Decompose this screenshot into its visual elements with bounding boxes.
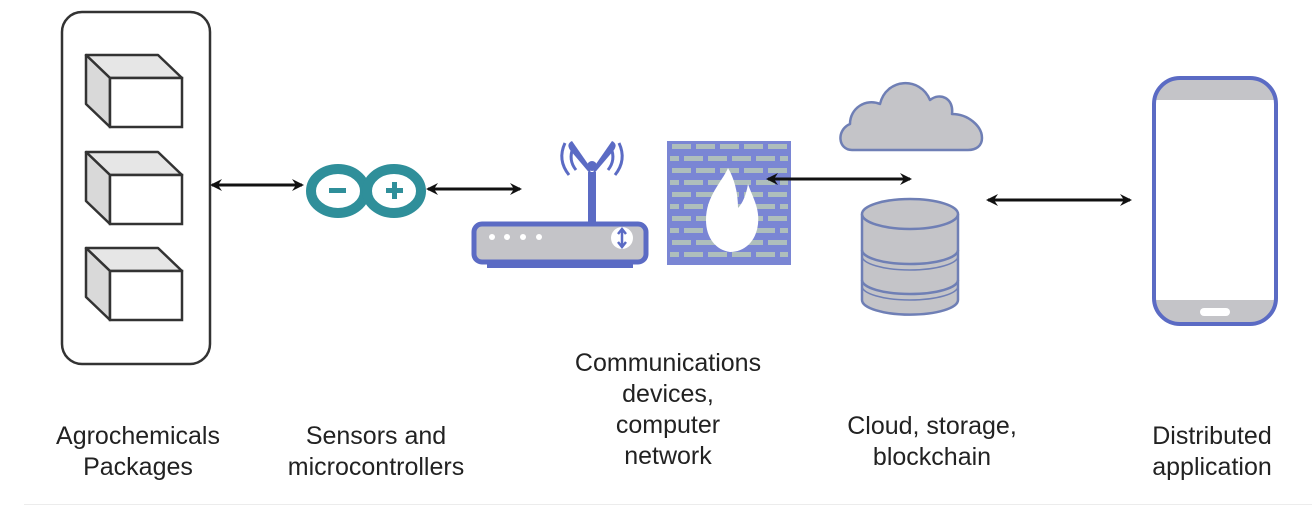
status-light (489, 234, 495, 240)
application-label: Distributed application (1092, 421, 1312, 483)
label-line: Cloud, storage, (847, 412, 1017, 440)
label-line: network (624, 442, 712, 470)
brick (684, 156, 703, 161)
brick (708, 156, 727, 161)
brick (708, 252, 727, 257)
brick (720, 144, 739, 149)
brick (672, 144, 691, 149)
cloud-icon (839, 82, 984, 152)
brick (670, 156, 679, 161)
brick (768, 168, 787, 173)
communications-label: Communications devices, computer network (548, 348, 788, 472)
status-light (520, 234, 526, 240)
brick (756, 204, 775, 209)
brick (768, 192, 787, 197)
sensors-label: Sensors and microcontrollers (256, 421, 496, 483)
database-icon (860, 197, 960, 316)
brick (672, 168, 691, 173)
brick (756, 156, 775, 161)
brick (780, 156, 788, 161)
label-line: Communications (574, 349, 762, 377)
brick (780, 180, 788, 185)
label-line: Agrochemicals (56, 422, 220, 450)
minus-icon (329, 188, 346, 193)
brick (684, 180, 703, 185)
brick (780, 204, 788, 209)
arduino-infinity-icon (306, 164, 426, 218)
brick (744, 144, 763, 149)
brick (780, 252, 788, 257)
brick (768, 240, 787, 245)
brick (696, 144, 715, 149)
label-line: application (1152, 453, 1272, 481)
brick (672, 192, 691, 197)
router-icon (471, 141, 649, 268)
home-button (1200, 308, 1230, 316)
bottom-divider (24, 504, 1312, 505)
brick (684, 204, 703, 209)
brick (696, 216, 715, 221)
brick (696, 240, 715, 245)
label-line: Distributed (1152, 422, 1272, 450)
cloud-label: Cloud, storage, blockchain (812, 411, 1052, 473)
status-light (504, 234, 510, 240)
brick (670, 252, 679, 257)
brick (732, 252, 751, 257)
brick (696, 168, 715, 173)
label-line: microcontrollers (287, 453, 465, 481)
brick (720, 168, 739, 173)
brick (780, 228, 788, 233)
brick (684, 252, 703, 257)
brick (696, 192, 715, 197)
brick (732, 180, 751, 185)
brick (672, 240, 691, 245)
firewall-icon (667, 141, 791, 265)
brick (670, 204, 679, 209)
box-icon (84, 246, 184, 322)
box-icon (84, 150, 184, 226)
brick (744, 168, 763, 173)
smartphone-icon (1152, 76, 1278, 326)
brick (756, 180, 775, 185)
brick (672, 216, 691, 221)
brick (708, 180, 727, 185)
status-light (536, 234, 542, 240)
label-line: Packages (83, 453, 193, 481)
brick (756, 228, 775, 233)
agrochemicals-label: Agrochemicals Packages (18, 421, 258, 483)
brick (744, 240, 763, 245)
brick (768, 144, 787, 149)
box-icon (84, 53, 184, 129)
label-line: blockchain (872, 443, 992, 471)
agrochemicals-node (60, 10, 212, 366)
label-line: devices, (622, 380, 714, 408)
brick (732, 156, 751, 161)
brick (756, 252, 775, 257)
brick (670, 180, 679, 185)
label-line: Sensors and (305, 422, 447, 450)
brick (744, 192, 763, 197)
brick (670, 228, 679, 233)
brick (684, 228, 703, 233)
brick (768, 216, 787, 221)
label-line: computer (615, 411, 721, 439)
